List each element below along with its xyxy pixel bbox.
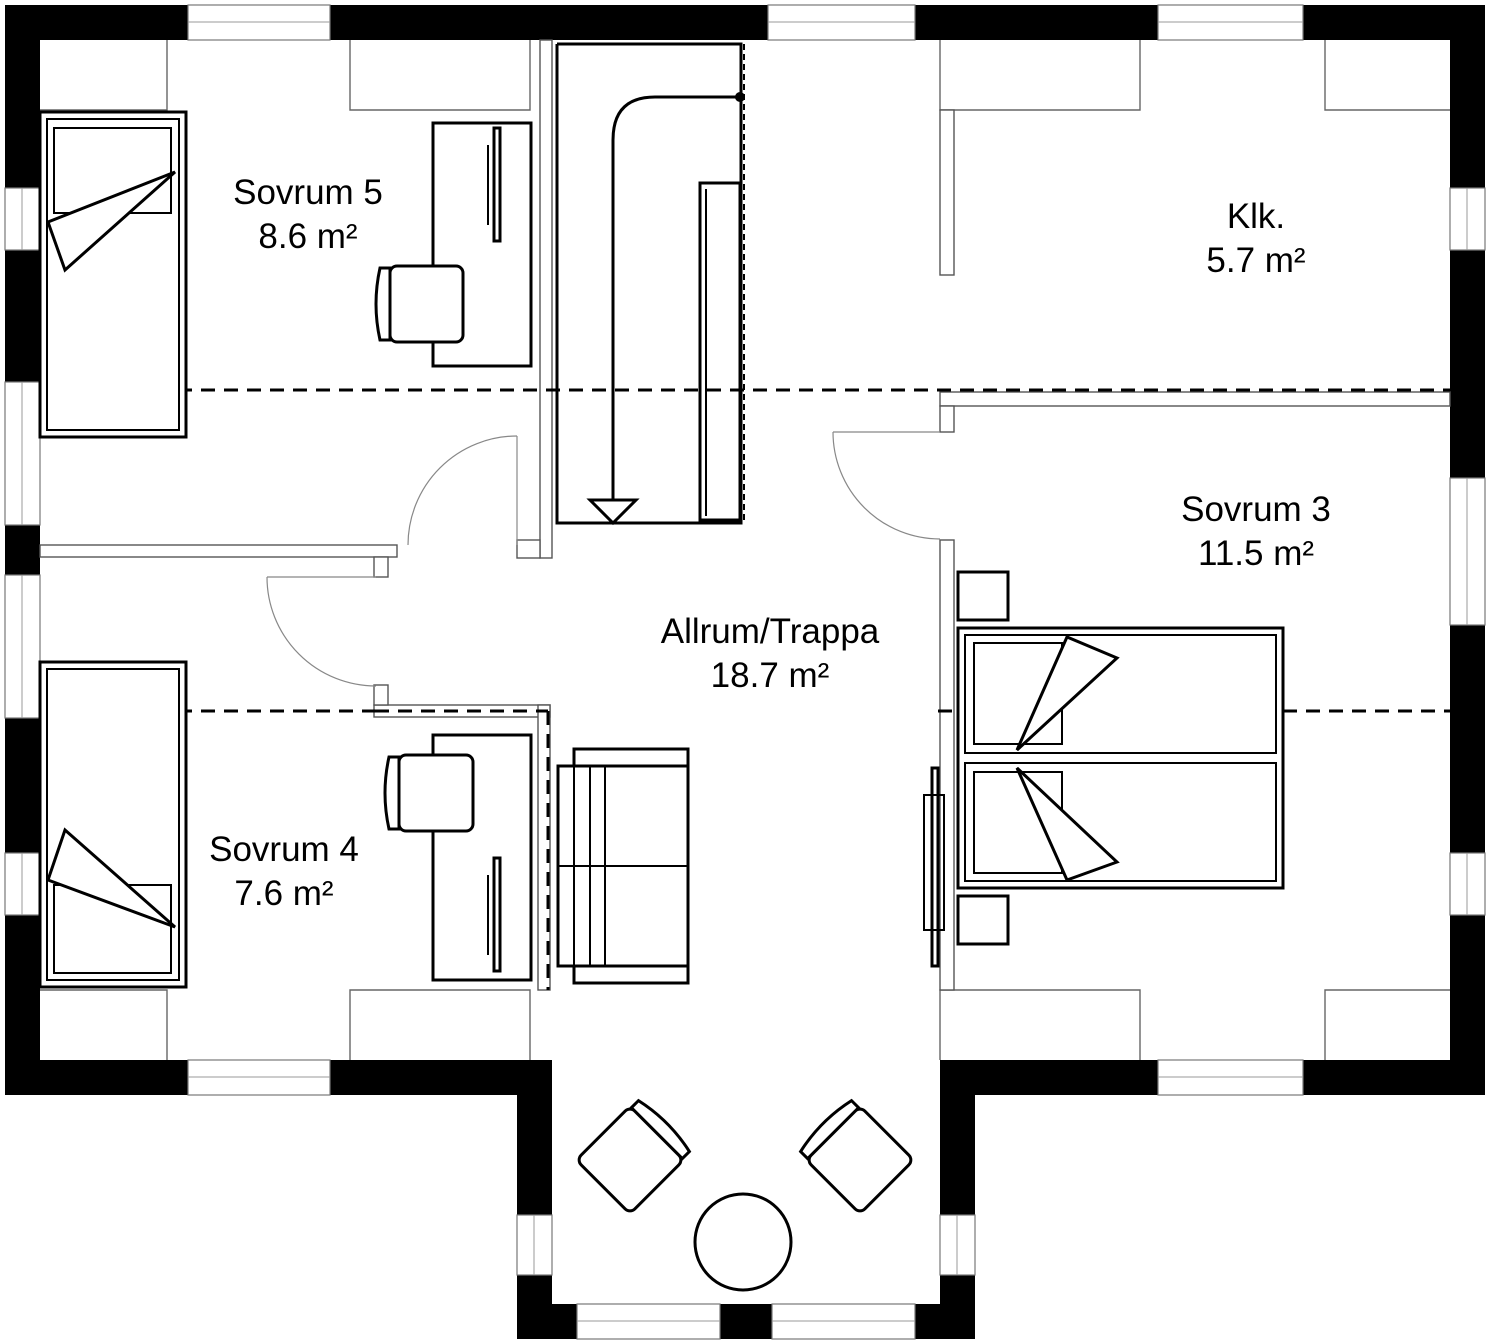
windows <box>4 4 1486 1340</box>
room-name-sovrum-4: Sovrum 4 <box>209 830 359 869</box>
room-name-sovrum-3: Sovrum 3 <box>1181 490 1331 529</box>
room-area-sovrum-3: 11.5 m² <box>1198 534 1314 573</box>
room-name-allrum: Allrum/Trappa <box>661 612 880 651</box>
doors <box>266 431 941 687</box>
round-table <box>693 1192 793 1292</box>
double-bed-sovrum-3 <box>956 626 1285 890</box>
window-recesses <box>40 40 1450 1060</box>
room-name-sovrum-5: Sovrum 5 <box>233 173 383 212</box>
room-name-klk: Klk. <box>1227 197 1285 236</box>
interior-partitions <box>39 39 1451 991</box>
bed-sovrum-5 <box>38 110 188 439</box>
room-labels: Sovrum 5 8.6 m² Klk. 5.7 m² Sovrum 3 11.… <box>209 173 1331 913</box>
room-area-allrum: 18.7 m² <box>711 656 830 695</box>
armchair-right <box>798 1098 913 1213</box>
sofa <box>556 747 690 985</box>
room-area-klk: 5.7 m² <box>1206 241 1305 280</box>
nightstands <box>956 570 1010 946</box>
chair-sovrum-5 <box>374 264 465 344</box>
room-area-sovrum-5: 8.6 m² <box>258 217 357 256</box>
armchair-left <box>577 1098 692 1213</box>
exterior-walls <box>5 5 1485 1339</box>
room-area-sovrum-4: 7.6 m² <box>234 874 333 913</box>
wardrobe-tv-sovrum-3 <box>923 766 945 968</box>
staircase <box>555 42 745 526</box>
bed-sovrum-4 <box>38 660 188 989</box>
chair-sovrum-4 <box>383 753 475 833</box>
